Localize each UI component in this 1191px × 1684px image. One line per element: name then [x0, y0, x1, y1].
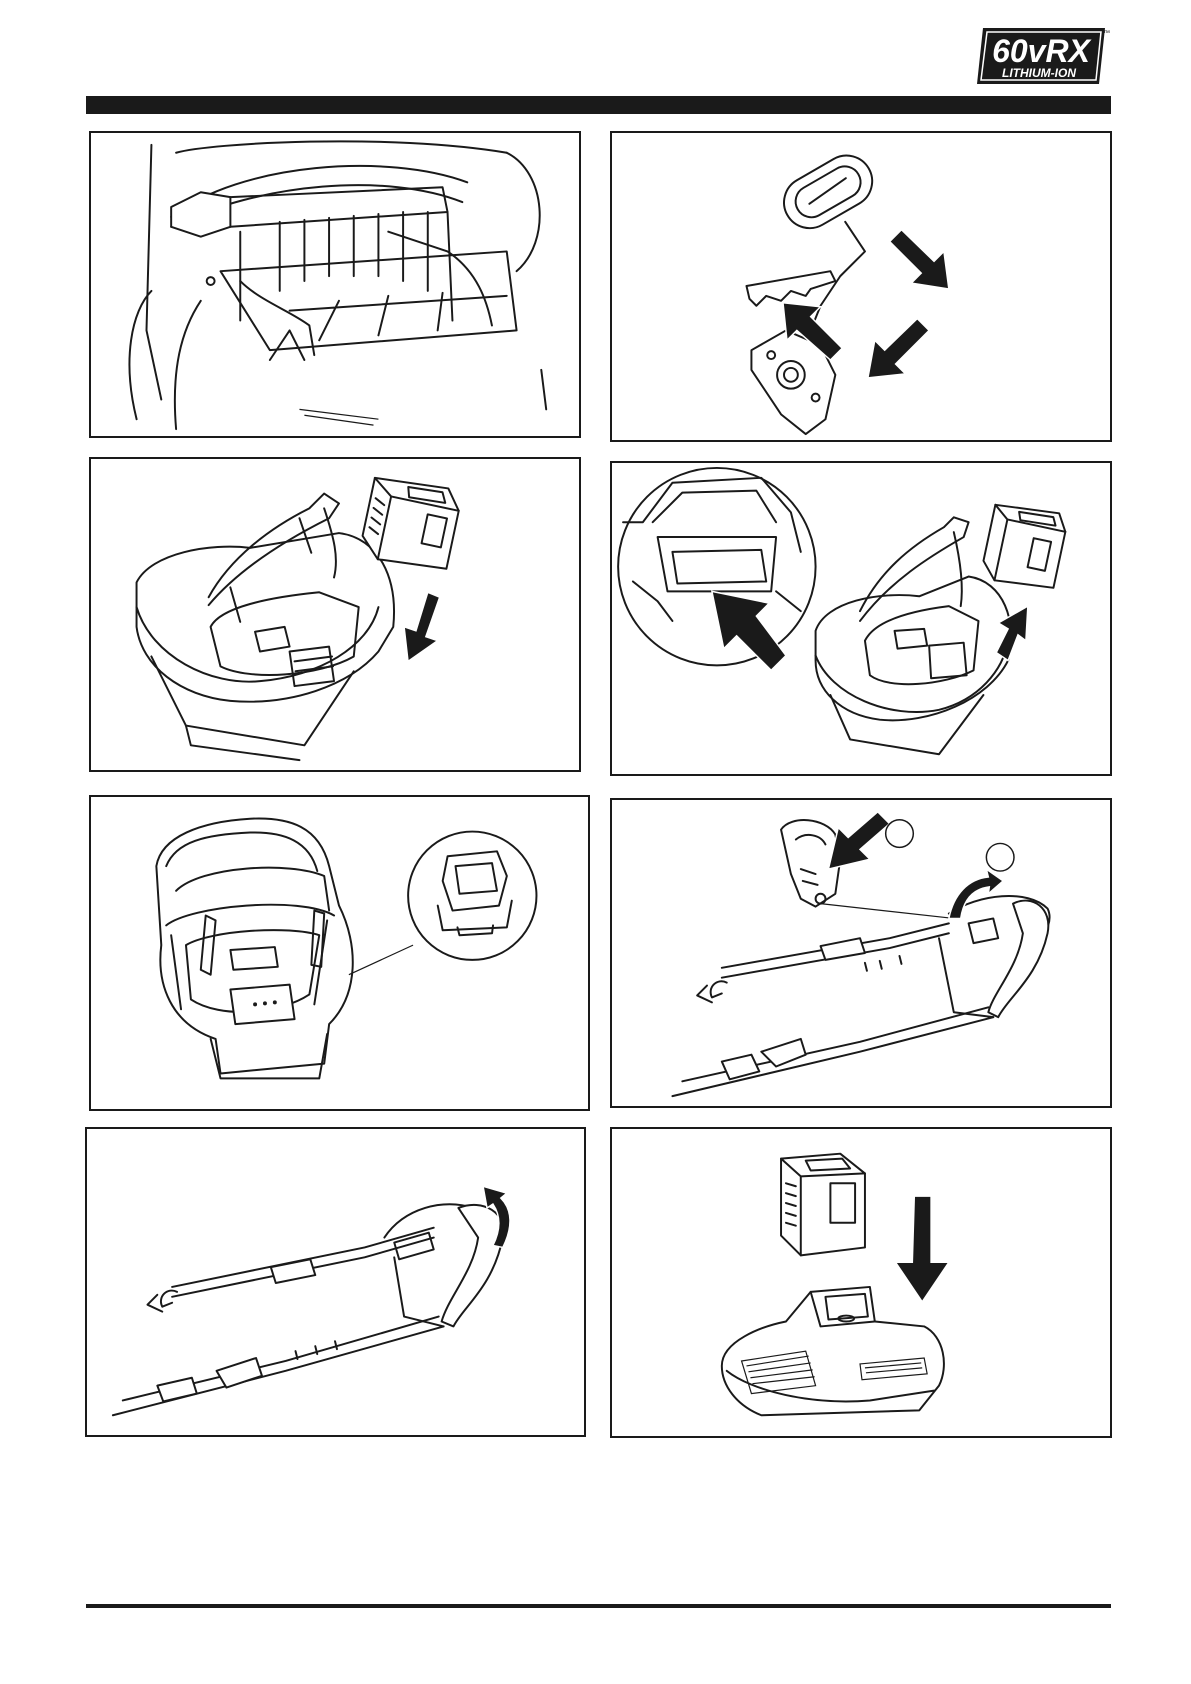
brand-logo: 60vRX LITHIUM-ION ™: [975, 26, 1110, 86]
arrow-icon: [828, 812, 889, 869]
logo-main-text: 60vRX: [992, 33, 1092, 69]
safety-key-clip-illustration: [612, 133, 1110, 440]
mower-deck-chute-illustration: [91, 133, 579, 436]
header-rule: [86, 96, 1111, 114]
arrow-icon: [890, 230, 949, 289]
battery-installed-illustration: [91, 797, 588, 1109]
logo-sub-text: LITHIUM-ION: [1002, 66, 1076, 80]
footer-rule: [86, 1604, 1111, 1608]
arrow-icon: [404, 592, 440, 661]
curved-arrow-icon: [949, 869, 1003, 918]
figure-5-panel: [89, 795, 590, 1111]
step-marker-2: [986, 843, 1014, 871]
handle-lever-illustration: [612, 800, 1110, 1106]
handle-fold-illustration: [87, 1129, 584, 1435]
arrow-icon: [868, 319, 929, 378]
figure-4-panel: [610, 461, 1112, 776]
figure-6-panel: [610, 798, 1112, 1108]
figure-1-panel: [89, 131, 581, 438]
logo-trademark: ™: [1103, 30, 1110, 37]
battery-release-illustration: [612, 463, 1110, 774]
battery-charger-illustration: [612, 1129, 1110, 1436]
figure-8-panel: [610, 1127, 1112, 1438]
battery-insert-illustration: [91, 459, 579, 770]
figure-7-panel: [85, 1127, 586, 1437]
figure-3-panel: [89, 457, 581, 772]
step-marker-1: [886, 820, 914, 848]
figure-2-panel: [610, 131, 1112, 442]
arrow-icon: [896, 1196, 949, 1302]
